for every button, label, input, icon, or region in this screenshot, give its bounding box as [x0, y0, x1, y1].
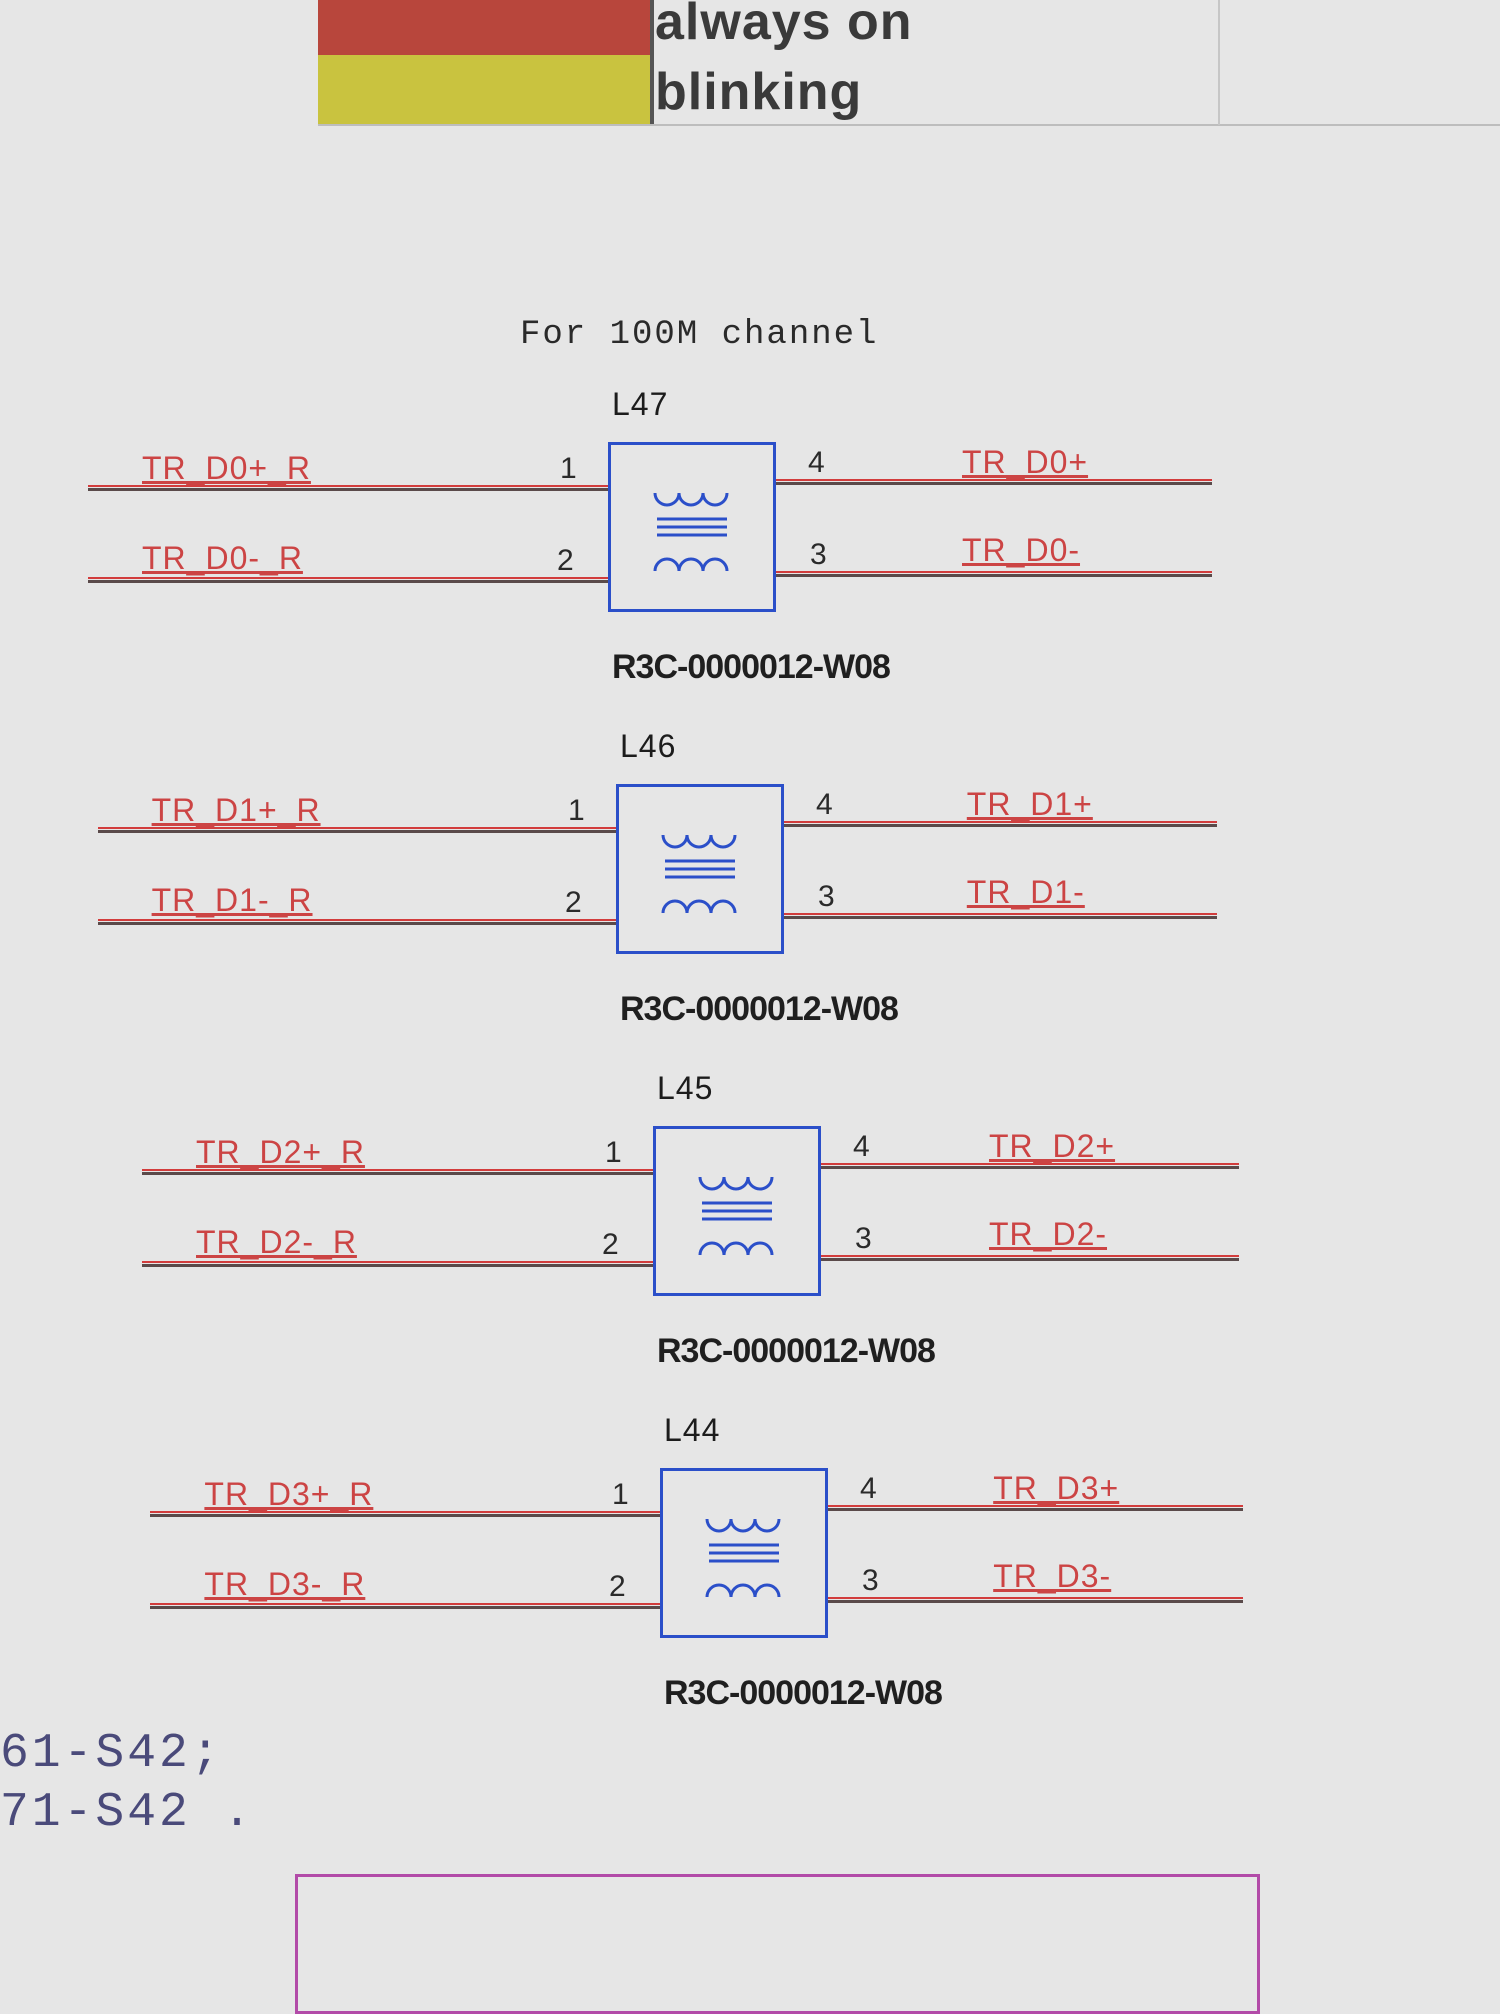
pin-number-2: 2: [609, 1570, 626, 1603]
wire-pin1: [88, 485, 608, 491]
transformer-refdes: L47: [612, 386, 669, 422]
pin-number-1: 1: [568, 794, 585, 827]
transformer-symbol: [653, 1126, 821, 1296]
legend-label-blinking: blinking: [655, 63, 863, 121]
net-label-right-plus: TR_D2+: [989, 1128, 1116, 1164]
pin-number-4: 4: [808, 446, 825, 479]
transformer-block: L44 TR_D3+_R TR_D3-_R TR_D3+ TR_D3- 1 2 …: [0, 1404, 1500, 1712]
pin-number-4: 4: [853, 1130, 870, 1163]
transformer-coil-icon: [705, 1518, 781, 1598]
wire-pin2: [142, 1261, 653, 1267]
pin-number-2: 2: [557, 544, 574, 577]
wire-pin1: [150, 1511, 660, 1517]
pin-number-3: 3: [855, 1222, 872, 1255]
wire-pin2: [97, 919, 617, 925]
note-line-1: 61-S42;: [0, 1727, 223, 1781]
net-label-right-minus: TR_D0-: [962, 532, 1081, 568]
transformer-coil-icon: [698, 1176, 774, 1256]
net-label-right-minus: TR_D2-: [989, 1216, 1108, 1252]
pin-number-1: 1: [612, 1478, 629, 1511]
net-label-left-plus: TR_D0+_R: [142, 450, 311, 486]
transformer-symbol: [660, 1468, 828, 1638]
pin-number-4: 4: [816, 788, 833, 821]
pin-number-1: 1: [560, 452, 577, 485]
wire-pin3: [821, 1255, 1239, 1261]
net-label-right-minus: TR_D1-: [966, 874, 1085, 910]
legend-table-right-border: [1218, 0, 1220, 125]
net-label-left-minus: TR_D1-_R: [151, 882, 313, 918]
net-label-left-plus: TR_D2+_R: [196, 1134, 365, 1170]
wire-pin4: [821, 1163, 1239, 1169]
transformer-block: L47 TR_D0+_R TR_D0-_R TR_D0+ TR_D0- 1 2 …: [0, 378, 1500, 686]
wire-pin2: [88, 577, 608, 583]
transformer-symbol: [608, 442, 776, 612]
wire-pin2: [150, 1603, 660, 1609]
transformer-refdes: L46: [620, 728, 677, 764]
net-label-left-minus: TR_D3-_R: [204, 1566, 366, 1602]
pin-number-2: 2: [565, 886, 582, 919]
wire-pin3: [784, 913, 1217, 919]
transformer-coil-icon: [661, 834, 737, 914]
legend-table-border: [318, 124, 1500, 126]
note-line-2: 71-S42 .: [0, 1786, 255, 1840]
transformer-refdes: L44: [664, 1412, 721, 1448]
net-label-right-plus: TR_D3+: [993, 1470, 1120, 1506]
bottom-frame: [295, 1874, 1260, 2014]
wire-pin1: [142, 1169, 653, 1175]
pin-number-3: 3: [862, 1564, 879, 1597]
wire-pin1: [97, 827, 617, 833]
section-heading: For 100M channel: [520, 316, 879, 354]
transformer-part-number: R3C-0000012-W08: [657, 1332, 936, 1370]
pin-number-4: 4: [860, 1472, 877, 1505]
wire-pin4: [776, 479, 1212, 485]
legend-label-always-on: always on: [655, 0, 913, 51]
net-label-left-minus: TR_D0-_R: [142, 540, 303, 576]
wire-pin3: [776, 571, 1212, 577]
net-label-right-plus: TR_D0+: [962, 444, 1089, 480]
legend-swatch-blinking: [318, 55, 653, 125]
transformer-part-number: R3C-0000012-W08: [612, 648, 891, 686]
transformer-symbol: [616, 784, 784, 954]
net-label-left-minus: TR_D2-_R: [196, 1224, 357, 1260]
pin-number-3: 3: [810, 538, 827, 571]
legend-swatch-always-on: [318, 0, 653, 55]
net-label-left-plus: TR_D1+_R: [151, 792, 321, 828]
wire-pin4: [828, 1505, 1244, 1511]
net-label-right-plus: TR_D1+: [966, 786, 1093, 822]
transformer-part-number: R3C-0000012-W08: [664, 1674, 943, 1712]
net-label-right-minus: TR_D3-: [993, 1558, 1112, 1594]
wire-pin3: [828, 1597, 1244, 1603]
transformer-refdes: L45: [657, 1070, 714, 1106]
pin-number-1: 1: [605, 1136, 622, 1169]
pin-number-2: 2: [602, 1228, 619, 1261]
transformer-part-number: R3C-0000012-W08: [620, 990, 899, 1028]
pin-number-3: 3: [818, 880, 835, 913]
net-label-left-plus: TR_D3+_R: [204, 1476, 374, 1512]
legend-divider: [650, 0, 654, 125]
transformer-block: L46 TR_D1+_R TR_D1-_R TR_D1+ TR_D1- 1 2 …: [0, 720, 1500, 1028]
transformer-block: L45 TR_D2+_R TR_D2-_R TR_D2+ TR_D2- 1 2 …: [0, 1062, 1500, 1370]
transformer-coil-icon: [653, 492, 729, 572]
wire-pin4: [784, 821, 1217, 827]
